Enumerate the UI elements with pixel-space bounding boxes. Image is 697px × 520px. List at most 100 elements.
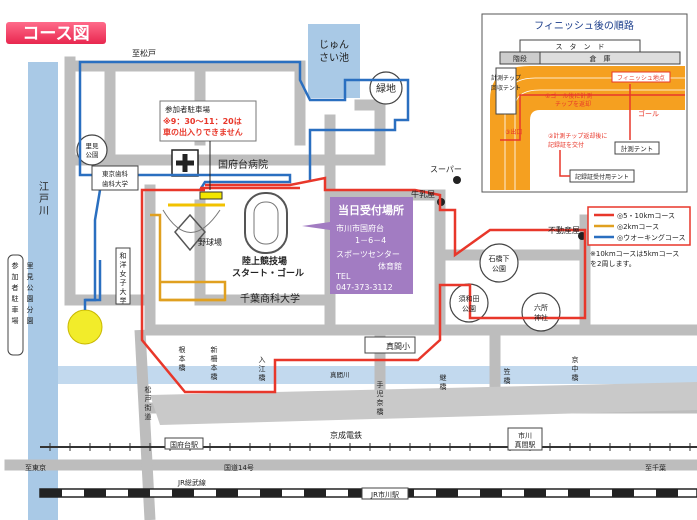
label-realestate: 不動産屋 bbox=[548, 225, 580, 235]
svg-text:本: 本 bbox=[211, 363, 218, 372]
svg-text:継: 継 bbox=[440, 373, 447, 382]
label-ryokuchi: 緑地 bbox=[376, 82, 396, 95]
svg-text:橋: 橋 bbox=[572, 373, 579, 382]
label-junsai-2: さい池 bbox=[319, 51, 349, 64]
svg-text:大: 大 bbox=[120, 287, 127, 296]
svg-text:子: 子 bbox=[120, 279, 127, 287]
super-marker bbox=[453, 176, 461, 184]
svg-text:洋: 洋 bbox=[120, 260, 127, 269]
label-milkshop: 牛乳屋 bbox=[411, 189, 435, 199]
jr-dashes bbox=[40, 489, 678, 497]
reception-tel-label: TEL bbox=[335, 272, 351, 281]
svg-text:児: 児 bbox=[377, 389, 384, 398]
svg-text:学: 学 bbox=[120, 296, 127, 305]
legend-item-5-10km: ◎5・10kmコース bbox=[617, 212, 675, 220]
svg-text:駐: 駐 bbox=[12, 294, 19, 303]
inset-title: フィニッシュ後の順路 bbox=[534, 19, 634, 32]
vertical-labels: 江 戸 川 bbox=[39, 181, 49, 217]
inset-stairs: 階段 bbox=[513, 54, 527, 63]
parking-lot bbox=[199, 191, 223, 200]
label-mama-elem: 真間小 bbox=[386, 341, 410, 351]
mama-elem-box bbox=[364, 336, 416, 354]
label-edogawa-2: 戸 bbox=[39, 193, 49, 205]
reception-tel: 047-373-3112 bbox=[336, 283, 393, 292]
svg-text:江: 江 bbox=[259, 365, 266, 373]
satomi-park-parking bbox=[67, 309, 103, 345]
inset-step3: ③出口 bbox=[505, 128, 522, 136]
label-edogawa-3: 川 bbox=[39, 206, 49, 217]
finish-inset: フィニッシュ後の順路 ス タ ン ド 階段 倉 庫 計測チップ 回収テント フィ… bbox=[481, 13, 688, 193]
stadium bbox=[244, 192, 288, 254]
reception-box: 当日受付場所 市川市国府台 1－6－4 スポーツセンター 体育館 TEL 047… bbox=[302, 197, 413, 294]
parking-note: 参加者駐車場 ※9：30～11：20は 車の出入りできません bbox=[159, 100, 257, 190]
label-ishiki-park-1: 石橋下 bbox=[489, 254, 510, 263]
svg-text:女: 女 bbox=[120, 269, 127, 278]
label-to-tokyo: 至東京 bbox=[25, 463, 46, 472]
hospital-cross-icon bbox=[171, 149, 199, 177]
inset-certificate-tent: 記録証受付用テント bbox=[575, 173, 629, 181]
legend-item-walking: ◎ウオーキングコース bbox=[617, 233, 686, 242]
svg-text:参: 参 bbox=[12, 261, 19, 270]
label-satomi-park-2: 公園 bbox=[86, 151, 99, 159]
svg-text:京: 京 bbox=[572, 355, 579, 364]
label-to-chiba: 至千葉 bbox=[645, 463, 666, 472]
label-edogawa-1: 江 bbox=[39, 181, 49, 193]
legend-note-2: を2周します。 bbox=[590, 260, 636, 268]
svg-text:手: 手 bbox=[377, 380, 384, 389]
svg-text:橋: 橋 bbox=[440, 382, 447, 391]
label-konodai-station: 国府台駅 bbox=[170, 440, 198, 449]
label-keisei: 京成電鉄 bbox=[330, 430, 362, 440]
legend: ◎5・10kmコース ◎2kmコース ◎ウオーキングコース ※10kmコースは5… bbox=[587, 206, 691, 268]
label-junsai-1: じゅん bbox=[319, 39, 349, 51]
label-hospital: 国府台病院 bbox=[218, 158, 268, 171]
parking-note-warning-2: 車の出入りできません bbox=[163, 127, 243, 137]
reception-title: 当日受付場所 bbox=[338, 203, 404, 217]
label-ichikawa-mama-2: 真間駅 bbox=[515, 440, 536, 449]
label-dental-1: 東京歯科 bbox=[102, 169, 129, 178]
svg-text:公: 公 bbox=[27, 284, 34, 292]
label-ishiki-park-2: 公園 bbox=[492, 265, 506, 273]
svg-text:笠: 笠 bbox=[504, 367, 511, 376]
svg-text:中: 中 bbox=[572, 364, 579, 373]
label-ichikawa-mama-1: 市川 bbox=[518, 431, 532, 440]
svg-text:柵: 柵 bbox=[211, 354, 218, 363]
svg-text:橋: 橋 bbox=[211, 372, 218, 381]
svg-text:奈: 奈 bbox=[377, 398, 384, 407]
svg-text:園: 園 bbox=[27, 317, 34, 325]
baseball-field bbox=[162, 209, 221, 252]
legend-item-2km: ◎2kmコース bbox=[617, 223, 659, 231]
parking-note-title: 参加者駐車場 bbox=[165, 104, 210, 114]
label-sugawada-2: 公園 bbox=[462, 305, 476, 313]
svg-text:橋: 橋 bbox=[179, 363, 186, 372]
label-jr-line: JR総武線 bbox=[177, 478, 206, 487]
svg-text:入: 入 bbox=[259, 356, 266, 364]
label-rokusho-1: 六所 bbox=[534, 303, 548, 312]
inset-step2-2: 記録証を交付 bbox=[548, 141, 584, 149]
inset-goal: ゴール bbox=[638, 109, 659, 118]
svg-text:橋: 橋 bbox=[377, 407, 384, 416]
svg-text:街: 街 bbox=[145, 403, 152, 412]
junsai-pond bbox=[308, 24, 360, 98]
inset-tent-recover-2: 回収テント bbox=[491, 85, 521, 92]
label-to-matsudo: 至松戸 bbox=[132, 48, 156, 58]
inset-finish-point: フィニッシュ地点 bbox=[617, 74, 665, 82]
course-5-10km bbox=[140, 176, 587, 394]
svg-text:園: 園 bbox=[27, 295, 34, 303]
svg-text:松: 松 bbox=[145, 385, 152, 394]
legend-note-1: ※10kmコースは5kmコース bbox=[590, 250, 679, 258]
svg-text:加: 加 bbox=[12, 272, 19, 281]
svg-text:者: 者 bbox=[12, 284, 19, 292]
label-yakyujo: 野球場 bbox=[198, 237, 222, 247]
label-dental-2: 歯科大学 bbox=[102, 179, 129, 188]
label-chiba-univ: 千葉商科大学 bbox=[240, 292, 300, 305]
svg-text:戸: 戸 bbox=[145, 395, 152, 403]
label-sugawada-1: 須和田 bbox=[459, 294, 480, 303]
inset-tent-recover-1: 計測チップ bbox=[491, 74, 521, 82]
inset-step1-2: チップを返却 bbox=[555, 100, 591, 108]
label-mamagawa: 真間川 bbox=[330, 370, 350, 379]
inset-warehouse: 倉 庫 bbox=[590, 54, 611, 63]
course-2km bbox=[150, 213, 227, 302]
svg-text:場: 場 bbox=[12, 316, 19, 325]
